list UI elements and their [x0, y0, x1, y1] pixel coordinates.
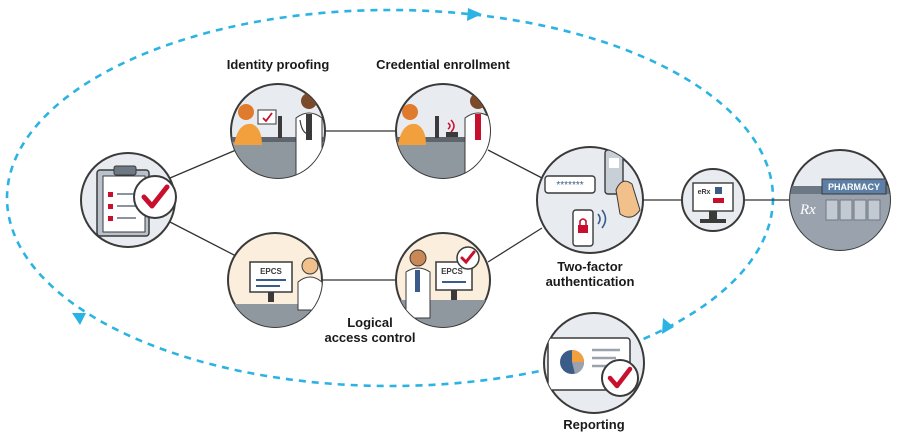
epcs-screen-label: EPCS — [260, 267, 282, 276]
password-field: ******* — [556, 180, 583, 191]
pharmacy-building-icon[interactable]: PHARMACY Rx — [789, 149, 891, 252]
label-logical-line2: access control — [324, 330, 416, 345]
logical-access-workstation-icon[interactable]: EPCS — [227, 232, 328, 330]
cycle-arrow-right — [662, 318, 674, 334]
cycle-ellipse — [5, 8, 775, 388]
credential-enrollment-icon[interactable] — [395, 83, 495, 180]
two-factor-authentication-icon[interactable]: ******* — [536, 146, 644, 254]
clipboard-checklist-icon[interactable] — [80, 152, 177, 248]
label-two-factor-line1: Two-factor — [557, 259, 623, 274]
label-logical-line1: Logical — [347, 315, 393, 330]
identity-proofing-icon[interactable] — [230, 83, 330, 180]
pharmacy-sign: PHARMACY — [828, 182, 880, 192]
rx-symbol: Rx — [799, 202, 816, 218]
label-two-factor-line2: authentication — [545, 274, 635, 289]
connector-lines — [169, 130, 790, 281]
erx-computer-icon[interactable]: eRx — [681, 168, 745, 232]
epcs-screen-label-2: EPCS — [441, 267, 463, 276]
label-identity-proofing: Identity proofing — [226, 57, 330, 72]
cycle-arrow-top — [467, 8, 482, 21]
label-logical-access: Logical access control — [310, 315, 430, 345]
cycle-arrow-left — [72, 313, 86, 325]
label-credential-enrollment: Credential enrollment — [376, 57, 510, 72]
label-two-factor: Two-factor authentication — [528, 259, 652, 289]
logical-access-doctor-icon[interactable]: EPCS — [395, 232, 495, 330]
reporting-dashboard-icon[interactable] — [543, 312, 645, 414]
erx-label: eRx — [698, 189, 711, 196]
label-reporting: Reporting — [563, 417, 625, 432]
